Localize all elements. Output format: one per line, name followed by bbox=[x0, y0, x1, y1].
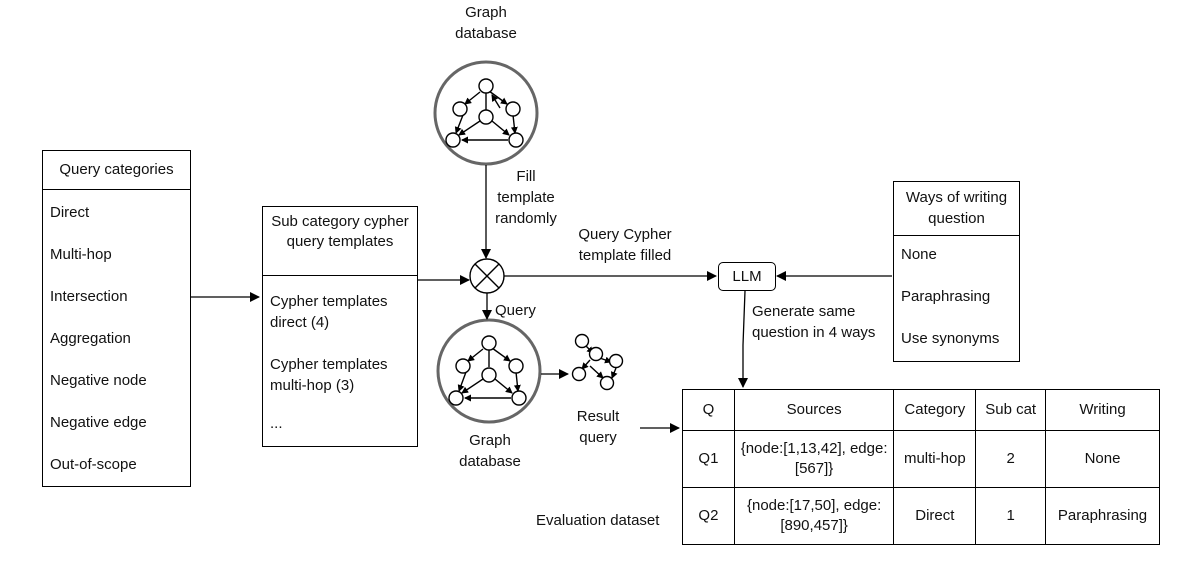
graph-database-bottom-label: Graph database bbox=[459, 432, 521, 470]
llm-box: LLM bbox=[718, 262, 776, 291]
table-header: Category bbox=[893, 389, 977, 431]
table-cell: 1 bbox=[975, 487, 1047, 545]
evaluation-table: Q Sources Category Sub cat Writing Q1 {n… bbox=[682, 389, 1160, 545]
generate-label: Generate same question in 4 ways bbox=[752, 303, 876, 341]
category-item: Direct bbox=[50, 204, 90, 221]
category-item: Multi-hop bbox=[50, 246, 112, 263]
sub-category-box: Sub category cypher query templates Cyph… bbox=[262, 206, 418, 447]
table-header-row: Q Sources Category Sub cat Writing bbox=[682, 389, 1160, 431]
table-cell: 2 bbox=[975, 430, 1047, 488]
graph-database-top-icon bbox=[433, 60, 539, 166]
table-row: Q1 {node:[1,13,42], edge:[567]} multi-ho… bbox=[682, 430, 1160, 488]
result-query-icon bbox=[571, 333, 624, 391]
table-cell: Direct bbox=[893, 487, 977, 545]
template-item: Cypher templates direct (4) bbox=[270, 293, 388, 331]
sub-category-title: Sub category cypher query templates bbox=[263, 207, 417, 276]
category-item: Aggregation bbox=[50, 330, 131, 347]
arrow-llm-to-table bbox=[738, 290, 748, 388]
category-item: Negative edge bbox=[50, 414, 147, 431]
graph-database-top-label: Graph database bbox=[455, 4, 517, 42]
query-cypher-label: Query Cypher template filled bbox=[578, 226, 672, 264]
evaluation-dataset-label: Evaluation dataset bbox=[536, 512, 660, 529]
table-header: Sub cat bbox=[975, 389, 1047, 431]
query-categories-box: Query categories Direct Multi-hop Inters… bbox=[42, 150, 191, 487]
ways-of-writing-box: Ways of writing question None Paraphrasi… bbox=[893, 181, 1020, 362]
table-cell: {node:[17,50], edge: [890,457]} bbox=[733, 487, 895, 545]
template-item: Cypher templates multi-hop (3) bbox=[270, 356, 388, 394]
ways-of-writing-title: Ways of writing question bbox=[894, 182, 1019, 236]
table-cell: {node:[1,13,42], edge:[567]} bbox=[733, 430, 895, 488]
combine-node-icon bbox=[469, 258, 505, 294]
table-cell: None bbox=[1045, 430, 1160, 488]
table-header: Q bbox=[682, 389, 735, 431]
table-header: Sources bbox=[733, 389, 895, 431]
result-query-label: Result query bbox=[576, 408, 620, 446]
writing-item: Paraphrasing bbox=[901, 288, 991, 305]
table-row: Q2 {node:[17,50], edge: [890,457]} Direc… bbox=[682, 487, 1160, 545]
query-label: Query bbox=[495, 302, 536, 319]
template-item: ... bbox=[270, 415, 283, 432]
category-item: Negative node bbox=[50, 372, 147, 389]
query-categories-title: Query categories bbox=[43, 151, 190, 190]
writing-item: Use synonyms bbox=[901, 330, 1000, 347]
table-header: Writing bbox=[1045, 389, 1160, 431]
category-item: Out-of-scope bbox=[50, 456, 137, 473]
table-cell: Paraphrasing bbox=[1045, 487, 1160, 545]
table-cell: Q2 bbox=[682, 487, 735, 545]
category-item: Intersection bbox=[50, 288, 128, 305]
writing-item: None bbox=[901, 246, 937, 263]
table-cell: multi-hop bbox=[893, 430, 977, 488]
fill-template-label: Fill template randomly bbox=[495, 168, 557, 227]
graph-database-bottom-icon bbox=[436, 318, 542, 424]
table-cell: Q1 bbox=[682, 430, 735, 488]
